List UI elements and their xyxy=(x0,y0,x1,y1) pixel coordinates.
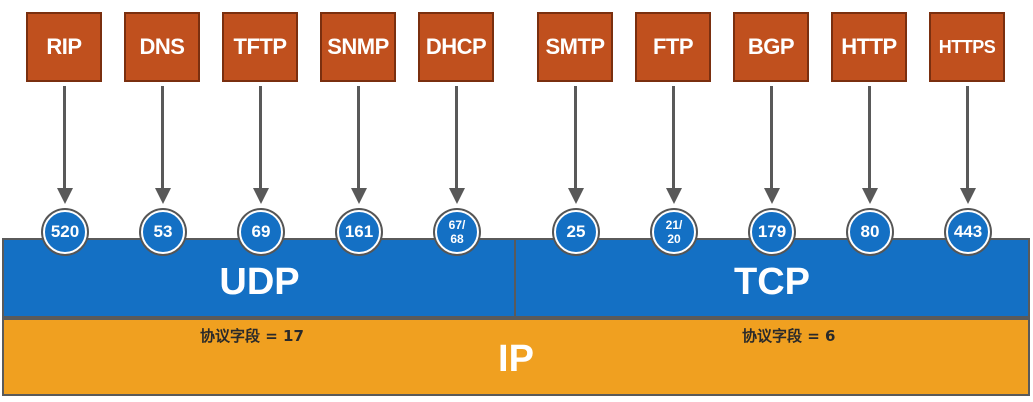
arrow-line xyxy=(868,86,871,190)
port-circle-rip: 520 xyxy=(43,210,87,254)
protocol-box-http: HTTP xyxy=(831,12,907,82)
port-circle-dns: 53 xyxy=(141,210,185,254)
arrow-line xyxy=(161,86,164,190)
protocol-box-smtp: SMTP xyxy=(537,12,613,82)
protocol-box-rip: RIP xyxy=(26,12,102,82)
port-circle-https: 443 xyxy=(946,210,990,254)
arrow-line xyxy=(574,86,577,190)
arrow-head xyxy=(155,188,171,204)
port-circle-snmp: 161 xyxy=(337,210,381,254)
arrow-line xyxy=(966,86,969,190)
tcp-label: TCP xyxy=(734,260,810,303)
arrow-head xyxy=(862,188,878,204)
port-circle-tftp: 69 xyxy=(239,210,283,254)
protocol-box-ftp: FTP xyxy=(635,12,711,82)
protocol-box-bgp: BGP xyxy=(733,12,809,82)
udp-label: UDP xyxy=(219,260,300,303)
protocol-box-dhcp: DHCP xyxy=(418,12,494,82)
protocol-box-dns: DNS xyxy=(124,12,200,82)
udp-protocol-field-label: 协议字段 = 17 xyxy=(200,327,304,345)
port-circle-ftp: 21/ 20 xyxy=(652,210,696,254)
arrow-head xyxy=(449,188,465,204)
arrow-head xyxy=(57,188,73,204)
port-circle-bgp: 179 xyxy=(750,210,794,254)
tcp-protocol-field-label: 协议字段 = 6 xyxy=(742,327,836,345)
arrow-head xyxy=(666,188,682,204)
arrow-head xyxy=(960,188,976,204)
arrow-line xyxy=(259,86,262,190)
protocol-box-snmp: SNMP xyxy=(320,12,396,82)
arrow-head xyxy=(351,188,367,204)
ip-layer-box: 协议字段 = 17 协议字段 = 6 IP xyxy=(2,318,1030,396)
arrow-line xyxy=(455,86,458,190)
arrow-head xyxy=(253,188,269,204)
port-circle-dhcp: 67/ 68 xyxy=(435,210,479,254)
protocol-box-https: HTTPS xyxy=(929,12,1005,82)
arrow-line xyxy=(770,86,773,190)
port-circle-smtp: 25 xyxy=(554,210,598,254)
arrow-line xyxy=(63,86,66,190)
protocol-box-tftp: TFTP xyxy=(222,12,298,82)
arrow-line xyxy=(357,86,360,190)
arrow-head xyxy=(764,188,780,204)
arrow-head xyxy=(568,188,584,204)
port-circle-http: 80 xyxy=(848,210,892,254)
ip-label: IP xyxy=(498,338,534,380)
arrow-line xyxy=(672,86,675,190)
